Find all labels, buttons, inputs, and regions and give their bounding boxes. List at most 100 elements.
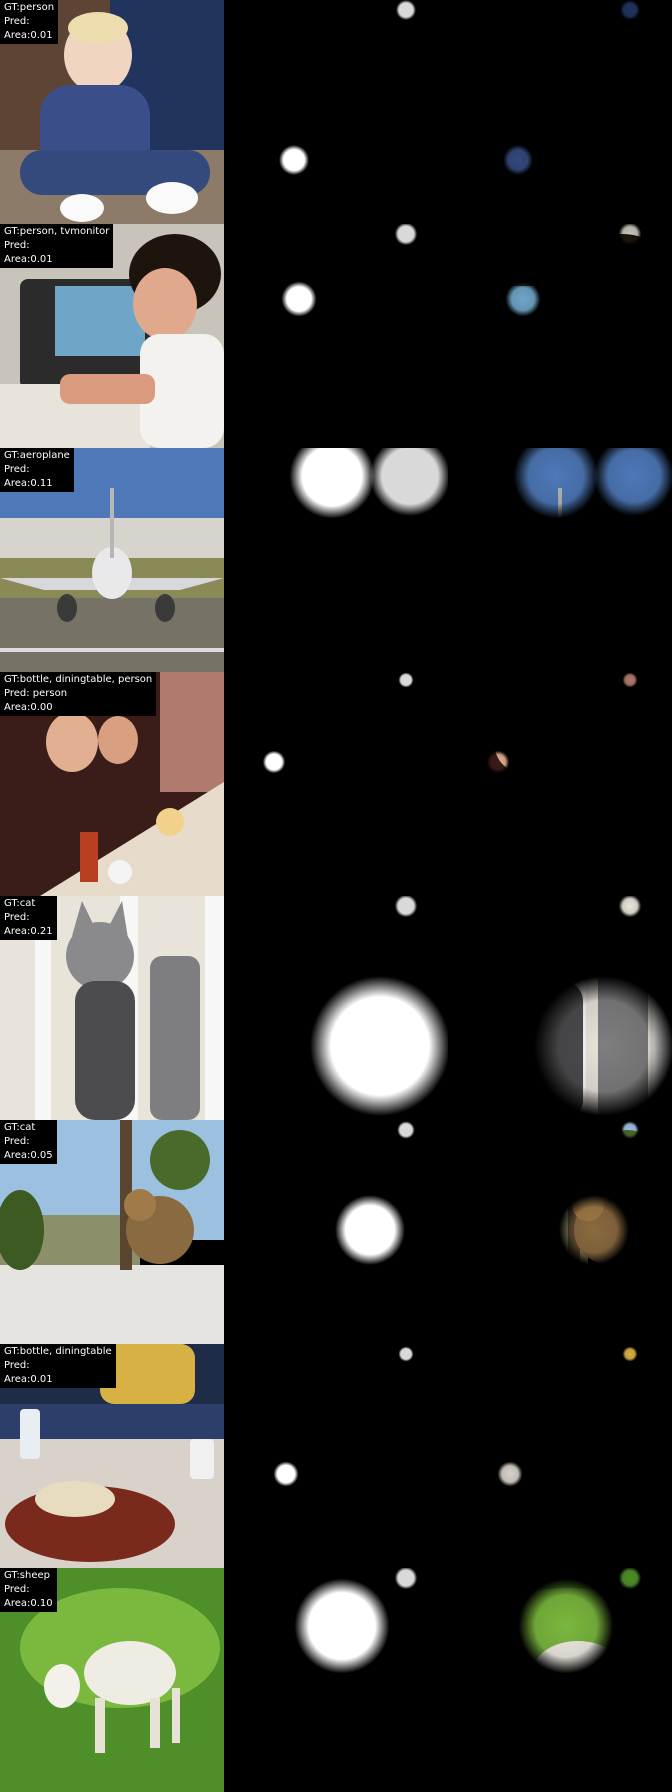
mask-blob (289, 448, 375, 519)
gt-label: GT:cat (4, 1121, 53, 1135)
plate (108, 860, 132, 884)
blanket (448, 1265, 672, 1344)
area-label-value: 0.01 (30, 254, 53, 265)
gt-label-key: GT: (4, 674, 20, 685)
sheep-leg-3 (620, 1688, 628, 1743)
photo-cat-plant (0, 1120, 224, 1344)
woman-face-1 (494, 712, 546, 772)
saliency-mask (224, 0, 448, 224)
pred-label: Pred: (4, 1359, 112, 1373)
area-label: Area:0.00 (4, 701, 152, 715)
mask-svg (224, 0, 448, 224)
area-label: Area:0.01 (4, 29, 54, 43)
window-frame-left (35, 896, 51, 1120)
saliency-mask (224, 448, 448, 672)
area-label: Area:0.11 (4, 477, 70, 491)
monitor-screen (503, 286, 593, 356)
saliency-mask (224, 224, 448, 448)
area-label-key: Area: (4, 1374, 31, 1385)
saliency-mask (224, 896, 448, 1120)
baby-hair (68, 12, 128, 44)
masked-content (448, 1344, 672, 1568)
pred-label-key: Pred: (4, 1584, 30, 1595)
photo-content (0, 672, 224, 896)
drink (80, 832, 98, 882)
masked-image (448, 224, 672, 448)
mask-background (224, 224, 448, 448)
mask-blob (335, 1195, 405, 1265)
sheep-body (532, 1641, 624, 1705)
arms (60, 374, 155, 404)
plate (556, 860, 580, 884)
area-label-value: 0.05 (30, 1150, 53, 1161)
runway-line (448, 648, 672, 652)
mask-blob (394, 224, 418, 246)
man-shirt (588, 334, 672, 448)
area-label: Area:0.10 (4, 1597, 53, 1611)
mask-svg (224, 1120, 448, 1344)
gt-label-value: cat (19, 898, 36, 909)
area-label-value: 0.10 (30, 1598, 53, 1609)
cat-tail (150, 956, 200, 1120)
mask-blob (279, 145, 309, 175)
gt-label-value: aeroplane (19, 450, 70, 461)
cup (190, 1439, 214, 1479)
area-label: Area:0.01 (4, 253, 109, 267)
pred-label-key: Pred: (4, 240, 30, 251)
sheep-body (84, 1641, 176, 1705)
area-label-key: Area: (4, 30, 31, 41)
man-face (581, 268, 645, 340)
sock-right (146, 182, 198, 214)
gt-label-value: sheep (19, 1570, 50, 1581)
gt-label-value: bottle, diningtable (19, 1346, 112, 1357)
area-label-key: Area: (4, 1150, 31, 1161)
masked-svg (448, 672, 672, 896)
plant-left (0, 1190, 44, 1270)
sock-left (508, 194, 552, 222)
tail (110, 488, 114, 558)
plant-right (150, 1130, 210, 1190)
masked-image (448, 896, 672, 1120)
masked-svg (448, 0, 672, 224)
masked-content (448, 448, 672, 672)
mask-svg (224, 1568, 448, 1792)
mask-blob (310, 976, 448, 1116)
pred-label-key: Pred: (4, 688, 30, 699)
masked-content (448, 224, 672, 448)
yellow-shirt (548, 1344, 643, 1404)
photo-baby (0, 0, 224, 224)
pred-label-key: Pred: (4, 1360, 30, 1371)
woman-face-1 (46, 712, 98, 772)
cat-head (514, 922, 582, 990)
gt-label-value: cat (19, 1122, 36, 1133)
drink (528, 832, 546, 882)
monitor-screen (55, 286, 145, 356)
masked-image (448, 1344, 672, 1568)
gt-label: GT:person (4, 1, 54, 15)
bottle (468, 1409, 488, 1459)
area-label-value: 0.01 (30, 30, 53, 41)
pred-label: Pred: (4, 15, 54, 29)
area-label-key: Area: (4, 254, 31, 265)
mask-blob (294, 1578, 390, 1674)
masked-svg (448, 1568, 672, 1792)
masked-image (448, 1568, 672, 1792)
man-shirt (140, 334, 224, 448)
pred-label: Pred: (4, 1135, 53, 1149)
masked-image (448, 1120, 672, 1344)
masked-content (448, 896, 672, 1120)
masked-svg (448, 896, 672, 1120)
gt-label: GT:bottle, diningtable (4, 1345, 112, 1359)
cup (638, 1439, 662, 1479)
gt-label-key: GT: (4, 226, 20, 237)
